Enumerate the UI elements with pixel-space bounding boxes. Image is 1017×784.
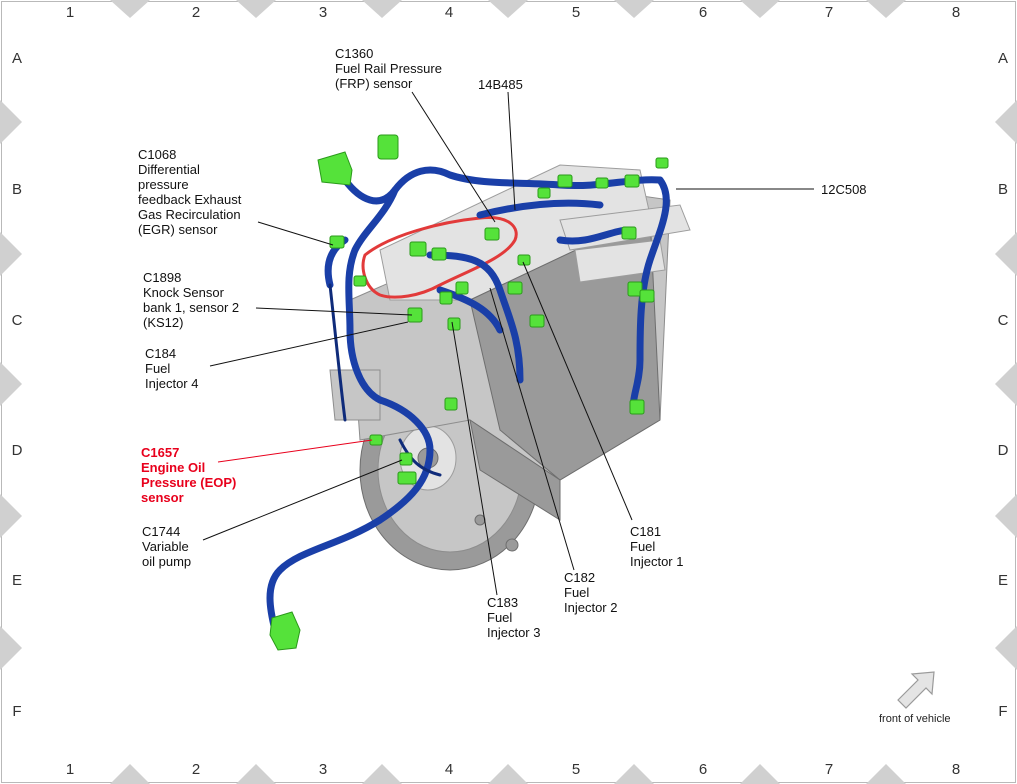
svg-text:Fuel: Fuel — [564, 585, 589, 600]
svg-text:Injector 4: Injector 4 — [145, 376, 198, 391]
column-label-8: 8 — [952, 761, 960, 778]
row-label-b: B — [998, 181, 1008, 198]
svg-text:(FRP) sensor: (FRP) sensor — [335, 76, 413, 91]
svg-text:Gas Recirculation: Gas Recirculation — [138, 207, 241, 222]
callout-c181: C181 Fuel Injector 1 — [630, 524, 683, 569]
column-label-5: 5 — [572, 761, 580, 778]
column-label-4: 4 — [445, 761, 453, 778]
svg-text:C183: C183 — [487, 595, 518, 610]
callout-c182: C182 Fuel Injector 2 — [564, 570, 617, 615]
svg-text:C1360: C1360 — [335, 46, 373, 61]
callout-c1898: C1898 Knock Sensor bank 1, sensor 2 (KS1… — [143, 270, 239, 330]
svg-text:(KS12): (KS12) — [143, 315, 183, 330]
arrow-up-right-icon — [897, 671, 935, 709]
connector-large-top-left — [317, 151, 353, 186]
svg-text:pressure: pressure — [138, 177, 189, 192]
svg-text:sensor: sensor — [141, 490, 184, 505]
leader-lines — [202, 91, 814, 596]
row-label-d: D — [12, 442, 23, 459]
column-label-7: 7 — [825, 4, 833, 21]
callout-c184: C184 Fuel Injector 4 — [145, 346, 198, 391]
svg-text:Variable: Variable — [142, 539, 189, 554]
front-of-vehicle-indicator: front of vehicle — [879, 671, 951, 725]
column-label-3: 3 — [319, 4, 327, 21]
svg-text:12C508: 12C508 — [821, 182, 867, 197]
bottom-ruler-markers — [110, 764, 906, 784]
connectors — [269, 134, 669, 651]
column-labels-top: 1 2 3 4 5 6 7 8 — [66, 4, 960, 21]
svg-text:Knock Sensor: Knock Sensor — [143, 285, 225, 300]
callout-c183: C183 Fuel Injector 3 — [487, 595, 540, 640]
callout-c1657: C1657 Engine Oil Pressure (EOP) sensor — [141, 445, 236, 505]
row-label-f: F — [12, 703, 21, 720]
svg-text:C1744: C1744 — [142, 524, 180, 539]
svg-text:Fuel: Fuel — [487, 610, 512, 625]
row-label-b: B — [12, 181, 22, 198]
svg-text:14B485: 14B485 — [478, 77, 523, 92]
svg-text:Differential: Differential — [138, 162, 200, 177]
row-label-f: F — [998, 703, 1007, 720]
row-label-a: A — [12, 50, 22, 67]
row-labels-right: A B C D E F — [998, 50, 1009, 720]
svg-text:Fuel: Fuel — [630, 539, 655, 554]
svg-text:bank 1, sensor 2: bank 1, sensor 2 — [143, 300, 239, 315]
column-label-7: 7 — [825, 761, 833, 778]
svg-text:C1898: C1898 — [143, 270, 181, 285]
column-labels-bottom: 1 2 3 4 5 6 7 8 — [66, 761, 960, 778]
svg-text:Injector 2: Injector 2 — [564, 600, 617, 615]
svg-text:C1657: C1657 — [141, 445, 179, 460]
column-label-2: 2 — [192, 761, 200, 778]
engine-illustration — [329, 164, 691, 571]
svg-text:(EGR) sensor: (EGR) sensor — [138, 222, 218, 237]
column-label-6: 6 — [699, 4, 707, 21]
column-label-1: 1 — [66, 4, 74, 21]
svg-text:Injector 3: Injector 3 — [487, 625, 540, 640]
svg-text:C182: C182 — [564, 570, 595, 585]
svg-text:C184: C184 — [145, 346, 176, 361]
svg-text:feedback Exhaust: feedback Exhaust — [138, 192, 242, 207]
column-label-8: 8 — [952, 4, 960, 21]
svg-text:Pressure (EOP): Pressure (EOP) — [141, 475, 236, 490]
svg-text:Engine Oil: Engine Oil — [141, 460, 205, 475]
right-ruler-markers — [995, 100, 1017, 670]
column-label-4: 4 — [445, 4, 453, 21]
svg-text:Fuel: Fuel — [145, 361, 170, 376]
callout-c1360: C1360 Fuel Rail Pressure (FRP) sensor — [335, 46, 442, 91]
row-label-c: C — [12, 312, 23, 329]
svg-text:C181: C181 — [630, 524, 661, 539]
column-label-1: 1 — [66, 761, 74, 778]
left-ruler-markers — [0, 100, 22, 670]
row-labels-left: A B C D E F — [12, 50, 23, 720]
top-ruler-markers — [110, 0, 906, 18]
svg-text:Injector 1: Injector 1 — [630, 554, 683, 569]
callout-c1068: C1068 Differential pressure feedback Exh… — [138, 147, 242, 237]
column-label-5: 5 — [572, 4, 580, 21]
row-label-d: D — [998, 442, 1009, 459]
svg-text:Fuel Rail Pressure: Fuel Rail Pressure — [335, 61, 442, 76]
callout-12c508: 12C508 — [821, 182, 867, 197]
column-label-2: 2 — [192, 4, 200, 21]
row-label-e: E — [12, 572, 22, 589]
column-label-3: 3 — [319, 761, 327, 778]
svg-text:C1068: C1068 — [138, 147, 176, 162]
callout-c1744: C1744 Variable oil pump — [142, 524, 191, 569]
column-label-6: 6 — [699, 761, 707, 778]
row-label-c: C — [998, 312, 1009, 329]
front-of-vehicle-label: front of vehicle — [879, 713, 951, 725]
row-label-e: E — [998, 572, 1008, 589]
svg-text:oil pump: oil pump — [142, 554, 191, 569]
callout-14b485: 14B485 — [478, 77, 523, 92]
row-label-a: A — [998, 50, 1008, 67]
